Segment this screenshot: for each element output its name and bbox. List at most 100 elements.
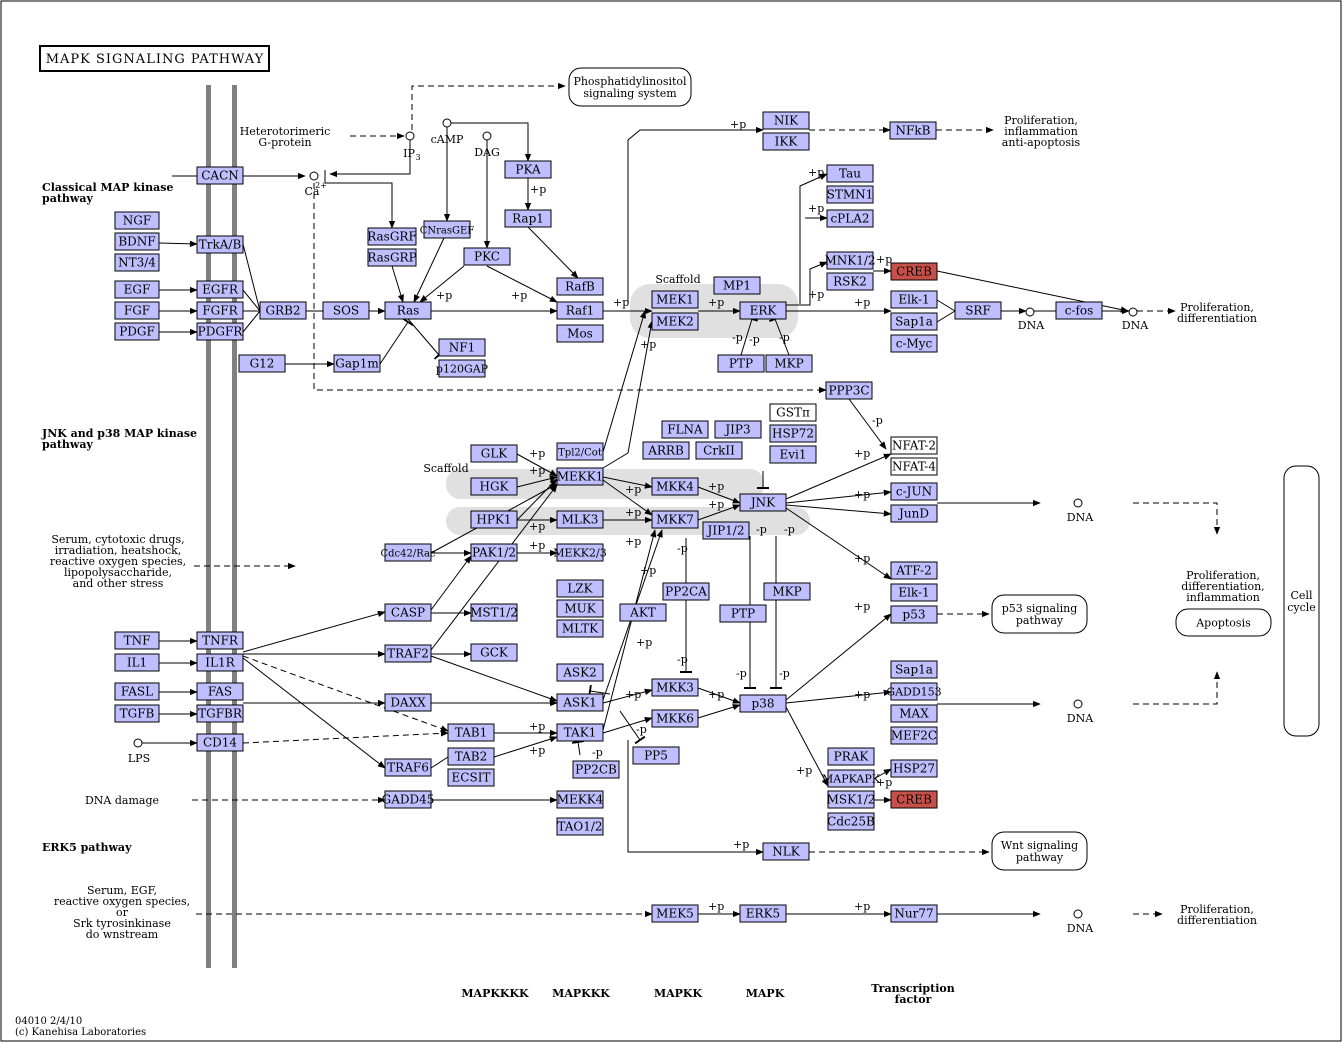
gene-sap1a2-node[interactable]: Sap1a: [890, 660, 938, 679]
gene-nf1-node[interactable]: NF1: [438, 338, 486, 357]
gene-mkk3-node[interactable]: MKK3: [651, 678, 699, 697]
gene-raf1-node[interactable]: Raf1: [556, 301, 604, 320]
gene-nlk-node[interactable]: NLK: [762, 842, 810, 861]
gene-gadd153-node[interactable]: GADD153: [886, 682, 942, 701]
gene-jnk-node[interactable]: JNK: [739, 493, 787, 512]
gene-evi1-node[interactable]: Evi1: [769, 445, 817, 464]
gene-pak12-node[interactable]: PAK1/2: [470, 543, 518, 562]
gene-mekk1-node[interactable]: MEKK1: [556, 467, 604, 486]
gene-tgfbr-node[interactable]: TGFBR: [196, 704, 244, 723]
gene-hpk1-node[interactable]: HPK1: [470, 510, 518, 529]
gene-gap1m-node[interactable]: Gap1m: [333, 354, 381, 373]
gene-tao12-node[interactable]: TAO1/2: [556, 817, 604, 836]
gene-mapkapk-node[interactable]: MAPKAPK: [822, 769, 881, 788]
gene-il1-node[interactable]: IL1: [114, 653, 160, 672]
gene-pp2cb-node[interactable]: PP2CB: [572, 760, 620, 779]
gene-cmyc-node[interactable]: c-Myc: [890, 334, 938, 353]
gene-mnk12-node[interactable]: MNK1/2: [824, 251, 876, 270]
gene-nik-node[interactable]: NIK: [762, 111, 810, 130]
gene-msk12-node[interactable]: MSK1/2: [827, 790, 876, 809]
gene-creb-node[interactable]: CREB: [890, 262, 938, 281]
gene-bdnf-node[interactable]: BDNF: [114, 232, 160, 251]
gene-rafb-node[interactable]: RafB: [556, 277, 604, 296]
gene-mek5-node[interactable]: MEK5: [651, 904, 699, 923]
gene-mst12-node[interactable]: MST1/2: [470, 603, 518, 622]
gene-traf6-node[interactable]: TRAF6: [384, 758, 432, 777]
gene-arrb-node[interactable]: ARRB: [642, 441, 690, 460]
gene-cdc25b-node[interactable]: Cdc25B: [827, 812, 875, 831]
gene-il1r-node[interactable]: IL1R: [196, 653, 244, 672]
gene-rasgrp-node[interactable]: RasGRP: [367, 248, 417, 267]
gene-rsk2-node[interactable]: RSK2: [826, 272, 874, 291]
gene-stmn1-node[interactable]: STMN1: [826, 185, 874, 204]
gene-mltk-node[interactable]: MLTK: [556, 619, 604, 638]
gene-nfat4-node[interactable]: NFAT-4: [890, 457, 938, 476]
gene-max-node[interactable]: MAX: [890, 704, 938, 723]
gene-gadd45-node[interactable]: GADD45: [382, 790, 435, 809]
gene-mkp2-node[interactable]: MKP: [763, 582, 811, 601]
gene-lzk-node[interactable]: LZK: [556, 579, 604, 598]
gene-erk-node[interactable]: ERK: [739, 301, 787, 320]
gene-traf2-node[interactable]: TRAF2: [384, 644, 432, 663]
gene-crkii-node[interactable]: CrkII: [695, 441, 743, 460]
gene-mos-node[interactable]: Mos: [556, 324, 604, 343]
gene-ask1-node[interactable]: ASK1: [556, 693, 604, 712]
gene-nt34-node[interactable]: NT3/4: [114, 253, 160, 272]
gene-tgfb-node[interactable]: TGFB: [114, 704, 160, 723]
gene-nfkb-node[interactable]: NFkB: [889, 121, 937, 140]
gene-gck-node[interactable]: GCK: [470, 643, 518, 662]
gene-trkab-node[interactable]: TrkA/B: [196, 235, 244, 254]
gene-fgfr-node[interactable]: FGFR: [196, 301, 244, 320]
gene-tnf-node[interactable]: TNF: [114, 631, 160, 650]
gene-tau-node[interactable]: Tau: [826, 164, 874, 183]
gene-casp-node[interactable]: CASP: [384, 603, 432, 622]
gene-fas-node[interactable]: FAS: [196, 682, 244, 701]
gene-prak-node[interactable]: PRAK: [827, 747, 875, 766]
gene-ras-node[interactable]: Ras: [384, 301, 432, 320]
gene-mp1-node[interactable]: MP1: [713, 276, 761, 295]
gene-jund-node[interactable]: JunD: [890, 504, 938, 523]
gene-mek2-node[interactable]: MEK2: [651, 312, 699, 331]
gene-hsp72-node[interactable]: HSP72: [769, 424, 817, 443]
gene-mkk4-node[interactable]: MKK4: [651, 477, 699, 496]
gene-tab2-node[interactable]: TAB2: [447, 747, 495, 766]
gene-cfos-node[interactable]: c-fos: [1055, 301, 1103, 320]
gene-mkk6-node[interactable]: MKK6: [651, 709, 699, 728]
gene-pp2ca-node[interactable]: PP2CA: [662, 582, 710, 601]
gene-hgk-node[interactable]: HGK: [470, 477, 518, 496]
gene-ptp2-node[interactable]: PTP: [719, 604, 767, 623]
gene-hsp27-node[interactable]: HSP27: [890, 759, 938, 778]
gene-tak1-node[interactable]: TAK1: [556, 723, 604, 742]
gene-atf2-node[interactable]: ATF-2: [890, 561, 938, 580]
gene-pka-node[interactable]: PKA: [504, 160, 552, 179]
gene-p53-node[interactable]: p53: [890, 605, 938, 624]
gene-srf-node[interactable]: SRF: [954, 301, 1002, 320]
gene-akt-node[interactable]: AKT: [619, 603, 667, 622]
gene-ask2-node[interactable]: ASK2: [556, 663, 604, 682]
gene-pp5-node[interactable]: PP5: [632, 746, 680, 765]
apoptosis-pathway-box[interactable]: Apoptosis: [1175, 608, 1272, 637]
gene-rasgrf-node[interactable]: RasGRF: [367, 227, 417, 246]
gene-sos-node[interactable]: SOS: [322, 301, 370, 320]
gene-pkc-node[interactable]: PKC: [463, 247, 511, 266]
gene-ikk-node[interactable]: IKK: [762, 132, 810, 151]
gene-pdgf-node[interactable]: PDGF: [114, 322, 160, 341]
gene-jip3-node[interactable]: JIP3: [714, 420, 762, 439]
gene-glk-node[interactable]: GLK: [470, 444, 518, 463]
gene-jip12-node[interactable]: JIP1/2: [702, 521, 750, 540]
gene-cjun-node[interactable]: c-JUN: [890, 482, 938, 501]
gene-nur77-node[interactable]: Nur77: [890, 904, 938, 923]
gene-egf-node[interactable]: EGF: [114, 280, 160, 299]
gene-nfat2-node[interactable]: NFAT-2: [890, 436, 938, 455]
gene-ngf-node[interactable]: NGF: [114, 211, 160, 230]
gene-mef2c-node[interactable]: MEF2C: [890, 726, 938, 745]
gene-cd14-node[interactable]: CD14: [196, 733, 244, 752]
gene-sap1a-node[interactable]: Sap1a: [890, 312, 938, 331]
gene-mlk3-node[interactable]: MLK3: [556, 510, 604, 529]
gene-ptp-node[interactable]: PTP: [717, 354, 765, 373]
gene-cdc42-node[interactable]: Cdc42/Rac: [380, 543, 436, 562]
gene-gstpi-node[interactable]: GSTπ: [769, 403, 817, 422]
gene-elk1b-node[interactable]: Elk-1: [890, 583, 938, 602]
